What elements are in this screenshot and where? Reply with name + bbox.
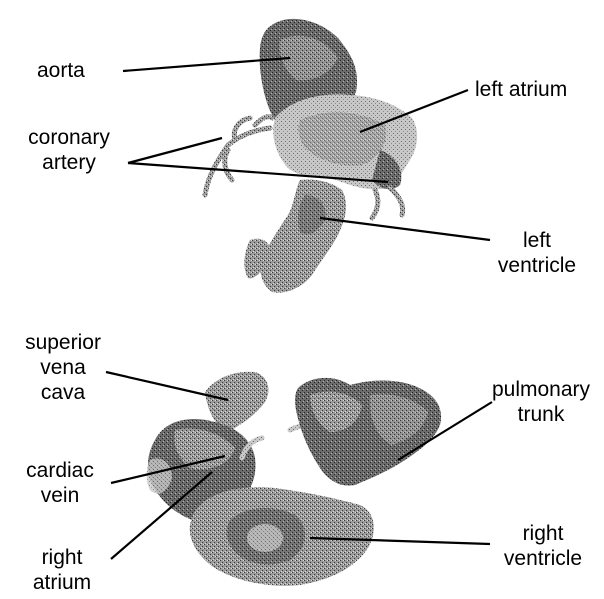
label-coronary-artery: coronary artery	[12, 125, 126, 175]
left-ventricle-shape	[260, 179, 346, 292]
label-right-ventricle-line2: ventricle	[493, 546, 593, 571]
label-coronary-artery-line2: artery	[12, 150, 126, 175]
coronary-artery-pointer-upper	[128, 138, 222, 163]
left-ventricle-pointer	[320, 218, 490, 240]
label-right-atrium: right atrium	[20, 545, 104, 595]
label-aorta: aorta	[37, 58, 85, 83]
label-cardiac-vein-line2: vein	[14, 483, 106, 508]
top-heart-rendering	[205, 19, 417, 293]
label-pulmonary-trunk: pulmonary trunk	[485, 377, 597, 427]
label-left-ventricle-line1: left	[487, 228, 587, 253]
label-pulmonary-trunk-line1: pulmonary	[485, 377, 597, 402]
label-superior-vena-cava-line1: superior	[15, 330, 111, 355]
label-cardiac-vein: cardiac vein	[14, 458, 106, 508]
label-cardiac-vein-line1: cardiac	[14, 458, 106, 483]
label-right-atrium-line2: atrium	[20, 570, 104, 595]
label-left-ventricle: left ventricle	[487, 228, 587, 278]
label-superior-vena-cava: superior vena cava	[15, 330, 111, 405]
label-pulmonary-trunk-line2: trunk	[485, 402, 597, 427]
label-right-ventricle: right ventricle	[493, 521, 593, 571]
superior-vena-cava-pointer	[106, 372, 228, 400]
bottom-heart-rendering	[147, 372, 441, 586]
label-right-ventricle-line1: right	[493, 521, 593, 546]
label-right-atrium-line1: right	[20, 545, 104, 570]
label-superior-vena-cava-line2: vena	[15, 355, 111, 380]
label-left-atrium: left atrium	[475, 77, 567, 102]
label-left-ventricle-line2: ventricle	[487, 253, 587, 278]
label-coronary-artery-line1: coronary	[12, 125, 126, 150]
label-superior-vena-cava-line3: cava	[15, 380, 111, 405]
